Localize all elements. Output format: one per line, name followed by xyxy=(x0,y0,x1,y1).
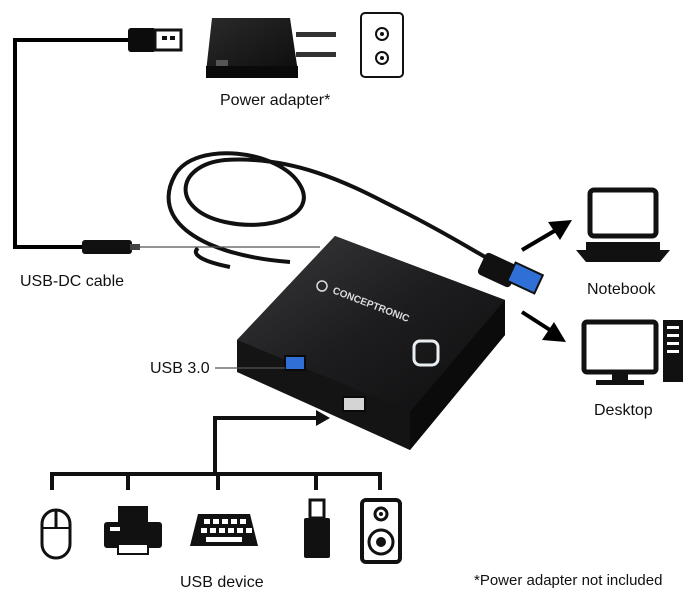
keyboard-icon xyxy=(190,514,258,546)
usb3-port-icon xyxy=(284,355,306,371)
usb-dc-cable-line xyxy=(13,38,140,254)
notebook-label: Notebook xyxy=(587,281,656,298)
usb-3-0-label: USB 3.0 xyxy=(150,360,210,377)
power-adapter-label: Power adapter* xyxy=(220,92,331,109)
usb-port-icon xyxy=(342,396,366,412)
arrow-to-notebook xyxy=(520,220,572,252)
desktop-computer-icon xyxy=(581,319,683,385)
speaker-icon xyxy=(360,498,402,564)
usb3-plug-icon xyxy=(477,252,545,295)
printer-icon xyxy=(104,506,162,555)
mouse-icon xyxy=(40,508,72,560)
desktop-label: Desktop xyxy=(594,402,653,419)
usb-a-plug-icon xyxy=(128,28,183,52)
arrow-to-desktop xyxy=(520,310,566,342)
usb-device-tree xyxy=(50,416,382,490)
led-power-button-icon xyxy=(412,339,440,367)
laptop-icon xyxy=(576,187,670,262)
hub-cable-coil xyxy=(166,151,506,270)
usb-flash-drive-icon xyxy=(304,498,330,558)
wall-socket-icon xyxy=(360,12,404,78)
dc-plug-icon xyxy=(82,240,132,254)
usb-device-label: USB device xyxy=(180,574,264,591)
arrow-to-hub-port xyxy=(316,410,330,426)
footnote-label: *Power adapter not included xyxy=(474,572,663,589)
power-adapter-icon xyxy=(206,18,336,78)
brand-logo-icon xyxy=(316,280,328,292)
usb-dc-cable-label: USB-DC cable xyxy=(20,273,125,290)
